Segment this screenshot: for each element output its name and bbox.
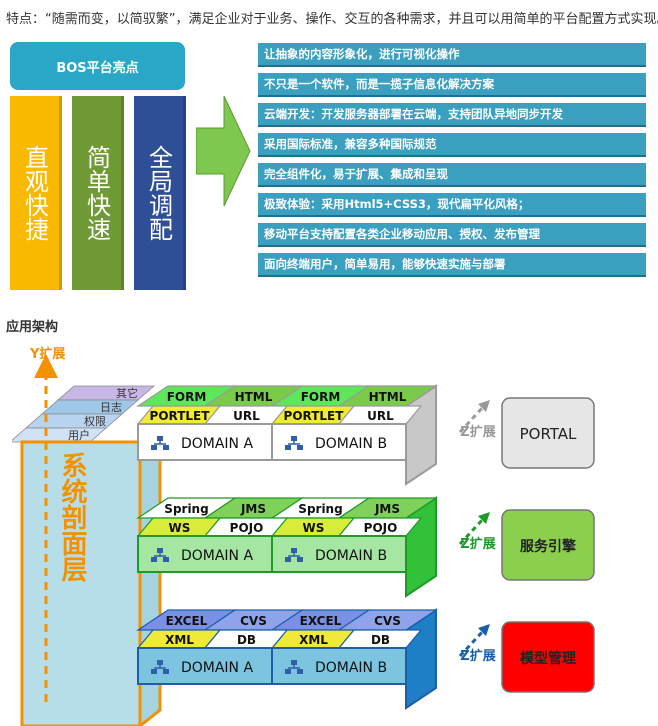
domain-icon — [285, 669, 291, 674]
tier-top-label: Spring — [298, 502, 342, 516]
tier-top-label: CVS — [240, 614, 267, 628]
tier-front-label: PORTLET — [150, 409, 211, 423]
domain-icon — [297, 445, 303, 450]
side-module-box — [501, 509, 595, 581]
side-module-box — [501, 397, 595, 469]
domain-icon — [157, 548, 163, 553]
domain-icon — [157, 660, 163, 665]
domain-icon — [297, 669, 303, 674]
tier-front-label: POJO — [230, 521, 264, 535]
domain-icon — [151, 557, 157, 562]
tier-front-label: URL — [367, 409, 394, 423]
profile-tab-permission: 权限 — [84, 415, 106, 428]
tiers: FORM FORM HTML HTML PORTLET PORTLET URL URL DOMA… — [136, 384, 595, 710]
domain-box — [271, 423, 407, 461]
domain-label: DOMAIN A — [181, 548, 254, 564]
domain-label: DOMAIN B — [315, 436, 387, 452]
domain-icon — [285, 445, 291, 450]
tier-front-label: PORTLET — [284, 409, 345, 423]
tier-front-label: WS — [303, 521, 325, 535]
z-axis-arrow — [458, 404, 486, 434]
z-axis-arrow-head — [478, 624, 490, 636]
domain-label: DOMAIN A — [181, 660, 254, 676]
highlight-column-3: 全局调配 — [134, 96, 186, 290]
tier-top-label: JMS — [240, 502, 266, 516]
highlight-column-1: 直观快捷 — [10, 96, 62, 290]
profile-tab-other: 其它 — [116, 386, 138, 400]
tier-front-label: XML — [165, 633, 194, 647]
domain-box — [137, 423, 273, 461]
arrow-right-icon — [196, 96, 251, 206]
tier-front-label: URL — [233, 409, 260, 423]
profile-tab-log: 日志 — [100, 401, 122, 414]
domain-box — [137, 647, 273, 685]
domain-icon — [297, 557, 303, 562]
feature-item: 采用国际标准，兼容多种国际规范 — [258, 133, 646, 157]
z-axis-arrow — [458, 628, 486, 658]
domain-icon — [163, 445, 169, 450]
profile-layer-label: 系统剖面层 — [57, 452, 87, 583]
z-axis-label: Z扩展 — [460, 424, 496, 440]
tier-top-label: EXCEL — [300, 614, 342, 628]
feature-item: 让抽象的内容形象化，进行可视化操作 — [258, 43, 646, 67]
highlights-title: BOS平台亮点 — [10, 42, 185, 90]
tier-top-label: CVS — [374, 614, 401, 628]
tier-top-label: HTML — [369, 390, 407, 404]
domain-icon — [285, 557, 291, 562]
tier-front-label: DB — [237, 633, 256, 647]
architecture-title: 应用架构 — [6, 320, 59, 335]
highlight-column-2: 简单快速 — [72, 96, 124, 290]
feature-item: 面向终端用户，简单易用，能够快速实施与部署 — [258, 253, 646, 277]
feature-item: 极致体验：采用Html5+CSS3，现代扁平化风格； — [258, 193, 646, 217]
tier-top-label: FORM — [167, 390, 207, 404]
tier-front-label: WS — [169, 521, 191, 535]
tier-front-label: POJO — [364, 521, 398, 535]
domain-icon — [163, 557, 169, 562]
tier-top-label: Spring — [164, 502, 208, 516]
feature-item: 不只是一个软件，而是一揽子信息化解决方案 — [258, 73, 646, 97]
domain-icon — [157, 436, 163, 441]
z-axis-label: Z扩展 — [460, 648, 496, 664]
z-axis-arrow — [458, 516, 486, 546]
domain-label: DOMAIN B — [315, 660, 387, 676]
domain-icon — [151, 669, 157, 674]
domain-icon — [291, 548, 297, 553]
tier-top-label: HTML — [235, 390, 273, 404]
domain-icon — [151, 445, 157, 450]
tier-top-label: FORM — [301, 390, 341, 404]
feature-item: 云端开发：开发服务器部署在云端，支持团队异地同步开发 — [258, 103, 646, 127]
domain-icon — [291, 660, 297, 665]
intro-text: 特点：“随需而变，以简驭繁”，满足企业对于业务、操作、交互的各种需求，并且可以用… — [6, 12, 658, 27]
domain-label: DOMAIN B — [315, 548, 387, 564]
tier-front-label: XML — [299, 633, 328, 647]
side-module-label: 模型管理 — [520, 650, 576, 667]
side-module-label: PORTAL — [520, 425, 577, 443]
side-module-box — [501, 621, 595, 693]
domain-icon — [163, 669, 169, 674]
y-axis-label: Y扩展 — [29, 346, 66, 362]
tier-top-label: EXCEL — [166, 614, 208, 628]
side-module-label: 服务引擎 — [520, 538, 576, 555]
feature-item: 完全组件化，易于扩展、集成和呈现 — [258, 163, 646, 187]
feature-list: 让抽象的内容形象化，进行可视化操作 不只是一个软件，而是一揽子信息化解决方案 云… — [258, 43, 646, 283]
tier-top-label: JMS — [374, 502, 400, 516]
domain-label: DOMAIN A — [181, 436, 254, 452]
profile-tab-user: 用户 — [68, 428, 90, 442]
tier-front-label: DB — [371, 633, 390, 647]
feature-item: 移动平台支持配置各类企业移动应用、授权、发布管理 — [258, 223, 646, 247]
z-axis-arrow-head — [478, 400, 490, 412]
profile-tabs: 其它 日志 权限 用户 — [12, 385, 156, 443]
z-axis-label: Z扩展 — [460, 536, 496, 552]
domain-icon — [291, 436, 297, 441]
architecture-diagram: 其它 日志 权限 用户 系统剖面层 Y扩展 FORM FORM HTML HTML PO… — [12, 346, 595, 726]
z-axis-arrow-head — [478, 512, 490, 524]
